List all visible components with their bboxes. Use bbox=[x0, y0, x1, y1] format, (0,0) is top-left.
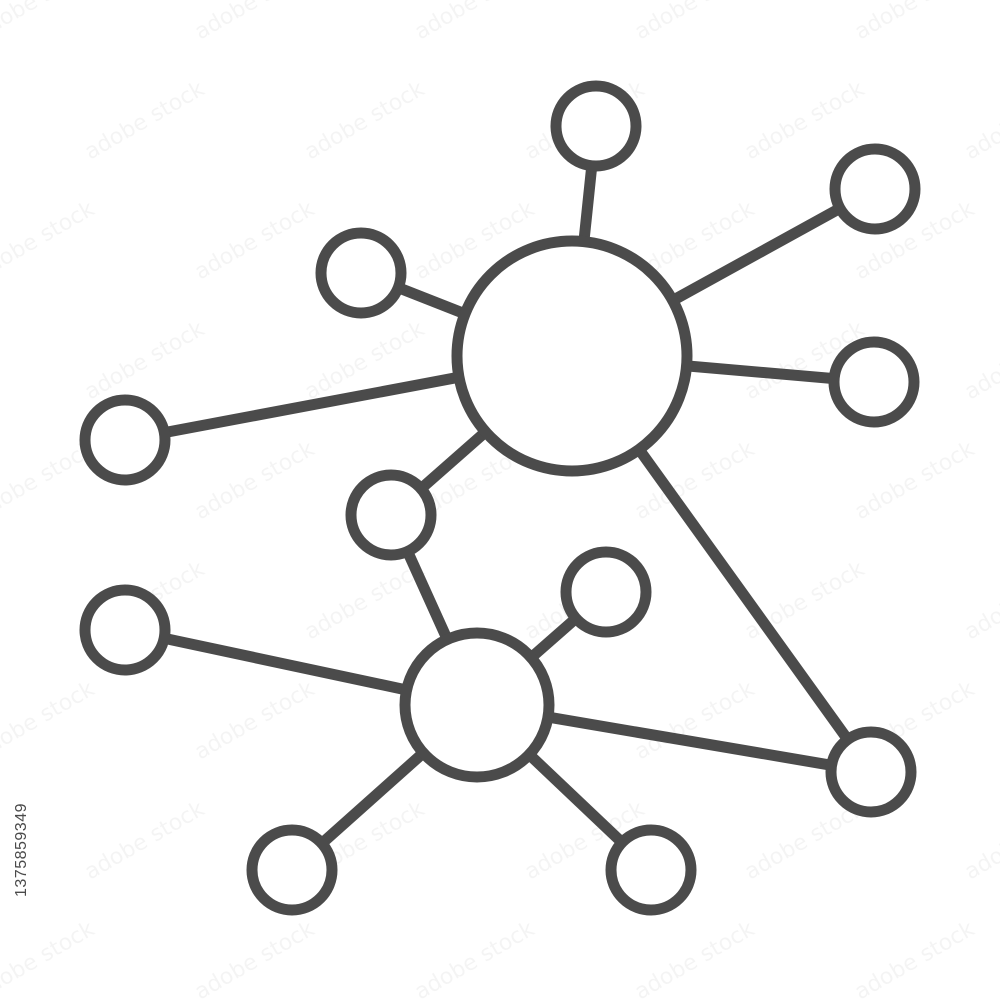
watermark-text: adobe stock bbox=[411, 0, 540, 45]
watermark-text: adobe stock bbox=[191, 197, 320, 286]
edge-hub-large-to-top bbox=[578, 165, 598, 243]
watermark-text: adobe stock bbox=[191, 437, 320, 526]
edge-hub-small-to-small-upper-right bbox=[527, 614, 580, 662]
node-middle-link bbox=[345, 469, 437, 561]
watermark-text: adobe stock bbox=[0, 197, 99, 286]
edge-layer bbox=[162, 165, 853, 848]
stock-id-label: 1375859349 bbox=[10, 755, 34, 945]
watermark-text: adobe stock bbox=[851, 0, 980, 45]
edge-hub-large-to-middle-link bbox=[417, 427, 490, 493]
watermark-text: adobe stock bbox=[631, 437, 760, 526]
watermark-text: adobe stock bbox=[191, 677, 320, 766]
edge-hub-large-to-upper-left bbox=[396, 282, 468, 320]
watermark-text: adobe stock bbox=[961, 317, 1000, 406]
watermark-text: adobe stock bbox=[851, 437, 980, 526]
node-right bbox=[828, 336, 920, 428]
watermark-text: adobe stock bbox=[961, 557, 1000, 646]
edge-hub-small-to-far-left-lower bbox=[162, 632, 408, 696]
watermark-text: adobe stock bbox=[631, 0, 760, 45]
node-layer bbox=[79, 80, 921, 916]
watermark-text: adobe stock bbox=[961, 77, 1000, 166]
watermark-text: adobe stock bbox=[191, 0, 320, 45]
node-bottom-left bbox=[246, 824, 338, 916]
edge-hub-small-to-bottom-middle bbox=[525, 750, 626, 847]
edge-hub-large-to-bottom-right-corner bbox=[634, 446, 853, 743]
node-top-right bbox=[829, 143, 921, 235]
node-top bbox=[550, 80, 642, 172]
node-small-upper-right bbox=[560, 546, 652, 638]
watermark-text: adobe stock bbox=[961, 797, 1000, 886]
node-far-left-upper bbox=[79, 394, 171, 486]
node-upper-left bbox=[315, 227, 407, 319]
watermark-text: adobe stock bbox=[851, 917, 980, 1000]
watermark-text: adobe stock bbox=[0, 0, 99, 45]
node-bottom-middle bbox=[605, 824, 697, 916]
watermark-text: adobe stock bbox=[81, 317, 210, 406]
watermark-text: adobe stock bbox=[301, 77, 430, 166]
edge-middle-link-to-hub-small bbox=[402, 549, 453, 642]
node-hub-small bbox=[399, 627, 555, 783]
node-hub-large bbox=[451, 235, 693, 477]
node-bottom-right-corner bbox=[825, 726, 917, 818]
node-far-left-lower bbox=[79, 584, 171, 676]
edge-hub-small-to-bottom-left bbox=[318, 748, 427, 848]
stock-id-text: 1375859349 bbox=[13, 803, 31, 897]
watermark-text: adobe stock bbox=[411, 917, 540, 1000]
edge-hub-large-to-right bbox=[686, 360, 835, 385]
edge-hub-large-to-far-left-upper bbox=[163, 371, 461, 439]
watermark-text: adobe stock bbox=[0, 677, 99, 766]
watermark-text: adobe stock bbox=[81, 797, 210, 886]
watermark-text: adobe stock bbox=[81, 77, 210, 166]
watermark-text: adobe stock bbox=[741, 557, 870, 646]
edge-hub-large-to-top-right bbox=[670, 203, 843, 306]
edge-hub-small-to-bottom-right-corner bbox=[547, 711, 833, 771]
watermark-text: adobe stock bbox=[191, 917, 320, 1000]
watermark-text: adobe stock bbox=[631, 917, 760, 1000]
